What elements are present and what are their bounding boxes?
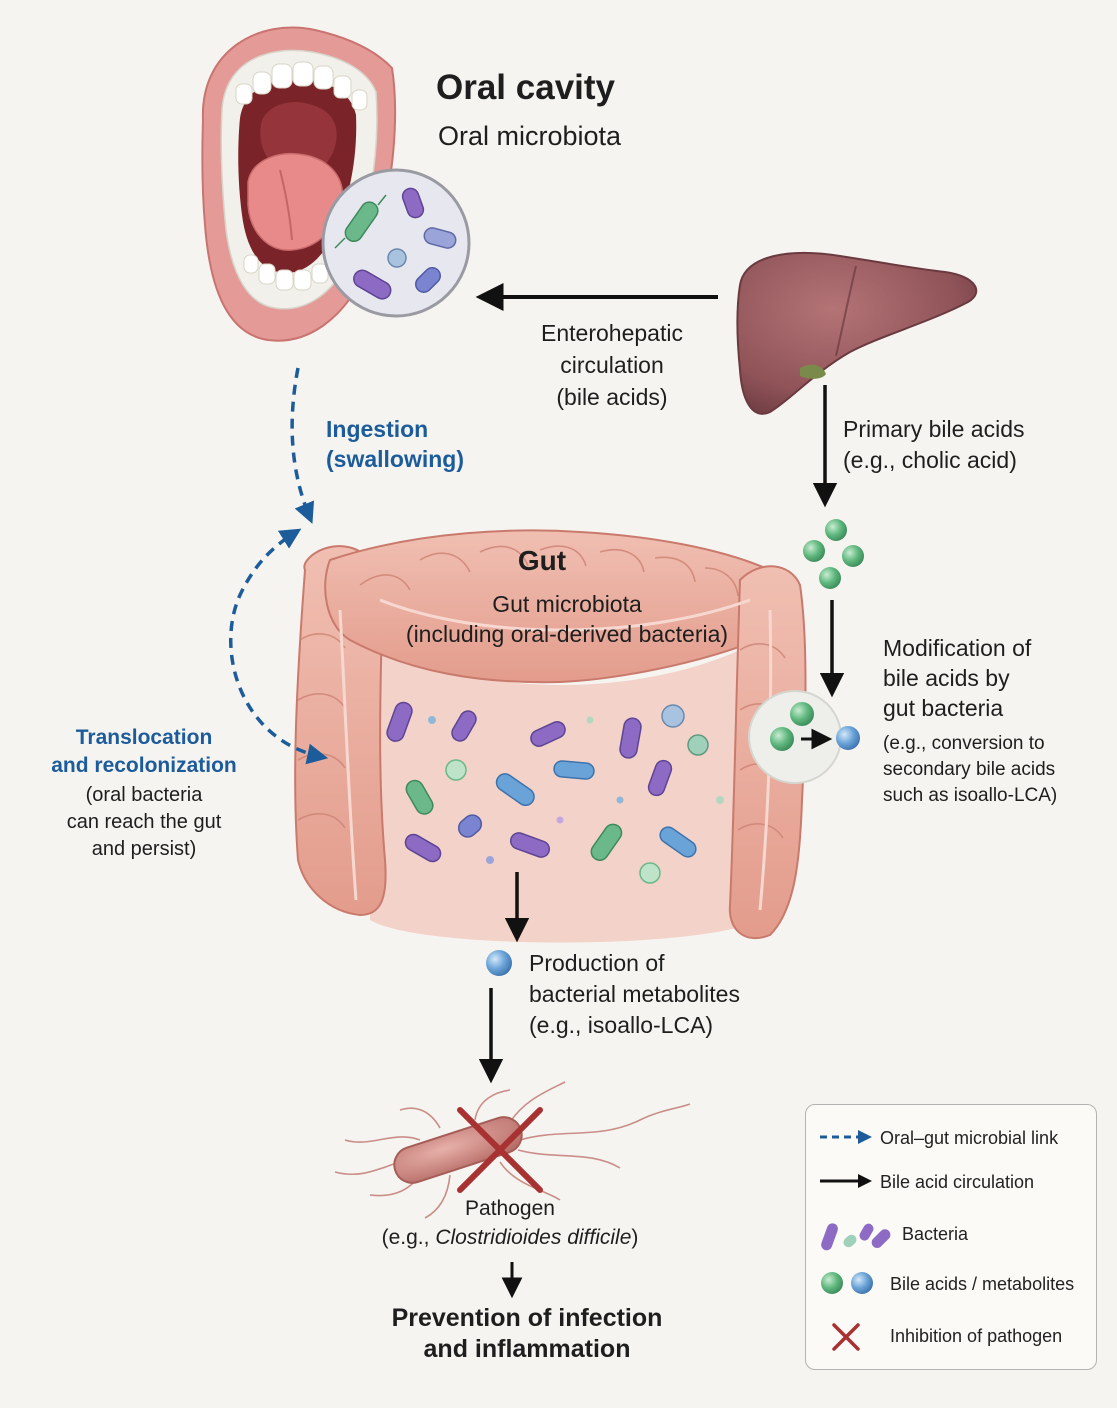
legend-box: Oral–gut microbial link Bile acid circul… xyxy=(805,1104,1097,1370)
dashed-blue-arrow-icon xyxy=(820,1130,872,1144)
legend-item-inhibition: Inhibition of pathogen xyxy=(806,1317,1096,1357)
inhibition-x-legend-icon xyxy=(832,1323,860,1351)
translocation-detail-line-1: (oral bacteria xyxy=(85,784,203,806)
pathogen-label: Pathogen xyxy=(465,1197,555,1220)
inhibition-x-icon xyxy=(457,1107,543,1193)
oral-cavity-title: Oral cavity xyxy=(436,68,615,107)
pathogen-example-prefix: (e.g., xyxy=(381,1226,436,1249)
translocation-detail: (oral bacteria can reach the gut and per… xyxy=(24,782,264,863)
enterohepatic-line-1: Enterohepatic xyxy=(541,320,683,346)
oral-microbiota-magnifier xyxy=(321,168,471,318)
outcome-line-2: and inflammation xyxy=(423,1335,631,1363)
translocation-detail-line-2: can reach the gut xyxy=(66,811,222,833)
legend-label-bile-acid-circulation: Bile acid circulation xyxy=(880,1172,1035,1192)
bacteria-icon xyxy=(821,1223,891,1251)
primary-bile-line-1: Primary bile acids xyxy=(843,416,1025,442)
gut-microbiota-label: Gut microbiota (including oral-derived b… xyxy=(392,589,742,649)
ingestion-label: Ingestion (swallowing) xyxy=(326,414,464,474)
gut-microbiota-line-1: Gut microbiota xyxy=(492,591,642,617)
legend-label-bacteria: Bacteria xyxy=(902,1224,969,1244)
enterohepatic-line-3: (bile acids) xyxy=(556,384,668,410)
solid-black-arrow-icon xyxy=(820,1174,872,1188)
gut-bacteria-cluster xyxy=(386,701,724,884)
primary-bile-line-2: (e.g., cholic acid) xyxy=(843,447,1017,473)
production-line-3: (e.g., isoallo-LCA) xyxy=(529,1012,714,1038)
primary-bile-acids-icon xyxy=(803,519,864,589)
translocation-detail-line-3: and persist) xyxy=(91,838,197,860)
legend-label-inhibition: Inhibition of pathogen xyxy=(890,1326,1063,1346)
pathogen-illustration xyxy=(334,1081,691,1219)
modification-detail: (e.g., conversion to secondary bile acid… xyxy=(883,731,1057,809)
legend-item-oral-gut-link: Oral–gut microbial link xyxy=(806,1119,1096,1159)
modification-label: Modification of bile acids by gut bacter… xyxy=(883,633,1031,723)
translocation-dashed-arrow xyxy=(228,528,329,765)
pathogen-species-name: Clostridioides difficile xyxy=(435,1226,632,1249)
bile-acid-icon xyxy=(821,1272,873,1294)
modification-detail-line-1: (e.g., conversion to xyxy=(883,733,1045,754)
outcome-label: Prevention of infection and inflammation xyxy=(337,1303,717,1365)
ingestion-dashed-arrow xyxy=(290,367,315,524)
modification-detail-line-3: such as isoallo-LCA) xyxy=(883,785,1058,806)
legend-label-bile-acids: Bile acids / metabolites xyxy=(890,1274,1075,1294)
legend-item-bile-acid-circulation: Bile acid circulation xyxy=(806,1163,1096,1203)
production-label: Production of bacterial metabolites (e.g… xyxy=(529,948,740,1041)
gut-title: Gut xyxy=(517,545,567,576)
enterohepatic-line-2: circulation xyxy=(560,352,664,378)
oral-microbiota-label: Oral microbiota xyxy=(438,121,622,151)
legend-item-bile-acids: Bile acids / metabolites xyxy=(806,1265,1096,1305)
ingestion-line-2: (swallowing) xyxy=(326,446,464,472)
modification-detail-line-2: secondary bile acids xyxy=(883,759,1056,780)
translocation-line-1: Translocation xyxy=(75,726,213,749)
pathogen-example: (e.g., Clostridioides difficile) xyxy=(330,1226,690,1250)
production-line-1: Production of xyxy=(529,950,665,976)
primary-bile-acids-label: Primary bile acids (e.g., cholic acid) xyxy=(843,414,1025,476)
bile-acid-conversion-icon xyxy=(748,690,860,784)
liver-illustration xyxy=(736,251,978,415)
legend-label-oral-gut-link: Oral–gut microbial link xyxy=(880,1128,1059,1148)
modification-line-2: bile acids by xyxy=(883,665,1010,691)
production-line-2: bacterial metabolites xyxy=(529,981,740,1007)
legend-item-bacteria: Bacteria xyxy=(806,1215,1096,1255)
gut-microbiota-line-2: (including oral-derived bacteria) xyxy=(405,621,729,647)
ingestion-line-1: Ingestion xyxy=(326,416,429,442)
outcome-line-1: Prevention of infection xyxy=(391,1304,663,1332)
modification-line-1: Modification of xyxy=(883,635,1032,661)
modification-line-3: gut bacteria xyxy=(883,695,1004,721)
metabolite-icon xyxy=(486,950,512,976)
translocation-line-2: and recolonization xyxy=(51,754,237,777)
translocation-title: Translocation and recolonization xyxy=(24,724,264,780)
pathogen-example-suffix: ) xyxy=(631,1226,639,1249)
enterohepatic-label: Enterohepatic circulation (bile acids) xyxy=(497,317,727,413)
